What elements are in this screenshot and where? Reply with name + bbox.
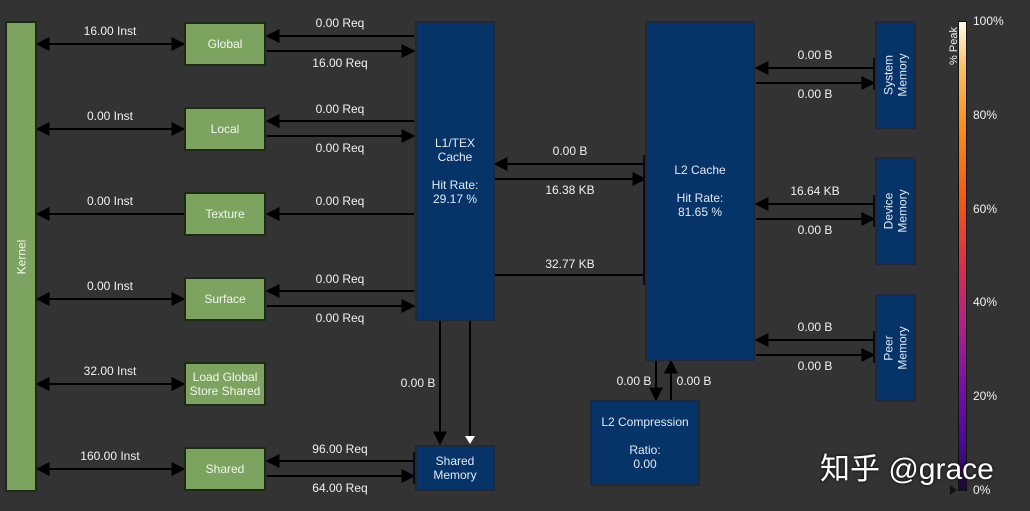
shared-memory[interactable]: Shared Memory bbox=[415, 445, 495, 491]
inst-global: 16.00 Inst bbox=[83, 24, 137, 38]
kernel-label: Kernel bbox=[14, 239, 28, 274]
unit-surface-label: Surface bbox=[204, 292, 246, 306]
l2-compression-title: L2 Compression bbox=[601, 415, 689, 429]
compression-to-l2-bytes: 0.00 B bbox=[676, 374, 712, 388]
legend-pointer-icon[interactable] bbox=[950, 485, 957, 495]
watermark: 知乎 @grace bbox=[820, 453, 994, 486]
l2-to-compression-bytes: 0.00 B bbox=[616, 374, 652, 388]
device-memory-label: Device Memory bbox=[881, 189, 910, 233]
l2-to-l1-bytes: 0.00 B bbox=[552, 144, 588, 158]
peer-memory-label: Peer Memory bbox=[881, 326, 910, 370]
peer-memory[interactable]: Peer Memory bbox=[875, 294, 916, 402]
req-surface-in: 0.00 Req bbox=[315, 272, 365, 286]
l2-compression[interactable]: L2 Compression Ratio: 0.00 bbox=[590, 400, 700, 486]
l2-title: L2 Cache bbox=[674, 163, 726, 177]
legend-title: % Peak bbox=[948, 27, 960, 65]
unit-lgss-line1: Load Global bbox=[192, 370, 258, 384]
system-read-bytes: 0.00 B bbox=[797, 48, 833, 62]
req-local-in: 0.00 Req bbox=[315, 102, 365, 116]
unit-shared[interactable]: Shared bbox=[184, 447, 266, 491]
l1-to-shared-bytes: 0.00 B bbox=[400, 376, 436, 390]
l1-hit-rate-label: Hit Rate: bbox=[431, 178, 479, 192]
unit-shared-label: Shared bbox=[205, 462, 245, 476]
peer-read-bytes: 0.00 B bbox=[797, 320, 833, 334]
req-texture-in: 0.00 Req bbox=[315, 194, 365, 208]
req-global-out: 16.00 Req bbox=[312, 56, 368, 70]
req-local-out: 0.00 Req bbox=[315, 141, 365, 155]
inst-shared: 160.00 Inst bbox=[80, 449, 140, 463]
inst-texture: 0.00 Inst bbox=[86, 194, 134, 208]
unit-global[interactable]: Global bbox=[184, 22, 266, 66]
device-read-bytes: 16.64 KB bbox=[790, 184, 840, 198]
system-memory-label: System Memory bbox=[881, 53, 910, 97]
legend-tick-60: 60% bbox=[973, 202, 998, 216]
legend-tick-80: 80% bbox=[973, 108, 998, 122]
unit-surface[interactable]: Surface bbox=[184, 277, 266, 321]
kernel-block[interactable]: Kernel bbox=[5, 21, 37, 492]
device-write-bytes: 0.00 B bbox=[797, 223, 833, 237]
unit-texture-label: Texture bbox=[205, 207, 245, 221]
l2-compression-ratio-label: Ratio: bbox=[629, 443, 661, 457]
l2-compression-ratio-value: 0.00 bbox=[633, 457, 657, 471]
unit-local[interactable]: Local bbox=[184, 107, 266, 151]
l1-to-l2-bytes: 16.38 KB bbox=[545, 183, 595, 197]
req-shared-in: 96.00 Req bbox=[312, 442, 368, 456]
l1-tex-cache[interactable]: L1/TEX Cache Hit Rate: 29.17 % bbox=[415, 21, 495, 321]
legend-tick-40: 40% bbox=[973, 295, 998, 309]
unit-global-label: Global bbox=[207, 37, 243, 51]
inst-local: 0.00 Inst bbox=[86, 109, 134, 123]
l1-hit-rate-value: 29.17 % bbox=[432, 192, 478, 206]
l1-title-line2: Cache bbox=[437, 150, 473, 164]
req-global-in: 0.00 Req bbox=[315, 16, 365, 30]
unit-local-label: Local bbox=[210, 122, 240, 136]
unit-texture[interactable]: Texture bbox=[184, 192, 266, 236]
legend-tick-20: 20% bbox=[973, 389, 998, 403]
unit-lgss-line2: Store Shared bbox=[189, 384, 261, 398]
peak-color-scale bbox=[958, 21, 967, 491]
shared-memory-line2: Memory bbox=[433, 468, 477, 482]
l2-hit-rate-label: Hit Rate: bbox=[676, 191, 724, 205]
system-write-bytes: 0.00 B bbox=[797, 87, 833, 101]
unit-load-global-store-shared[interactable]: Load Global Store Shared bbox=[184, 362, 266, 406]
shared-memory-line1: Shared bbox=[435, 454, 475, 468]
legend-tick-100: 100% bbox=[973, 14, 1004, 28]
legend-tick-0: 0% bbox=[973, 483, 991, 497]
req-surface-out: 0.00 Req bbox=[315, 311, 365, 325]
inst-lgss: 32.00 Inst bbox=[83, 364, 137, 378]
l1-title-line1: L1/TEX bbox=[434, 136, 476, 150]
peer-write-bytes: 0.00 B bbox=[797, 359, 833, 373]
l2-to-shared-bytes: 32.77 KB bbox=[545, 257, 595, 271]
device-memory[interactable]: Device Memory bbox=[875, 157, 916, 265]
inst-surface: 0.00 Inst bbox=[86, 279, 134, 293]
l2-cache[interactable]: L2 Cache Hit Rate: 81.65 % bbox=[645, 21, 755, 361]
system-memory[interactable]: System Memory bbox=[875, 21, 916, 129]
l2-hit-rate-value: 81.65 % bbox=[677, 205, 723, 219]
req-shared-out: 64.00 Req bbox=[312, 481, 368, 495]
